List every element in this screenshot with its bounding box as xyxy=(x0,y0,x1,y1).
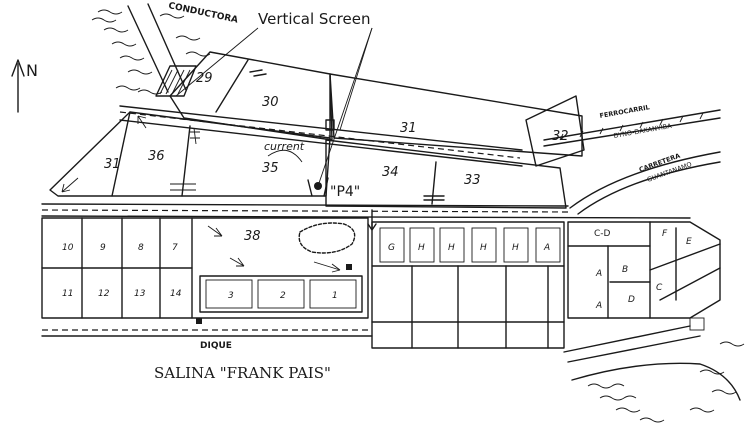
crystallizers-1-3: 3 2 1 xyxy=(199,275,363,313)
vertical-screen-annotation: Vertical Screen xyxy=(175,10,373,187)
p4-marker xyxy=(314,182,322,190)
levee-road xyxy=(119,105,523,167)
current-label: current xyxy=(264,140,305,153)
middle-ponds: 34 33 xyxy=(325,139,567,209)
central-levee xyxy=(41,203,691,219)
pond-32: 32 xyxy=(525,95,585,167)
pond-label-31b: 31 xyxy=(400,121,417,136)
cell-label: G xyxy=(388,243,395,253)
cell-label: E xyxy=(686,237,692,247)
cell-label: 1 xyxy=(332,291,338,301)
cell-label: C xyxy=(656,283,663,293)
cell-label: 3 xyxy=(228,291,234,301)
cell-label: A xyxy=(595,269,602,279)
cell-label: 8 xyxy=(138,243,144,253)
right-crystallizer-block: G H H H H A xyxy=(367,209,565,349)
ferrocarril-label: FERROCARRIL xyxy=(599,103,650,120)
cell-label: 11 xyxy=(62,289,73,299)
cell-label: H xyxy=(448,243,455,253)
cell-label: 2 xyxy=(280,291,286,301)
cell-label: 7 xyxy=(172,243,178,253)
water-hatching-bottomright xyxy=(571,341,745,423)
pond-label-33: 33 xyxy=(464,173,481,188)
upper-ponds: 29 30 xyxy=(169,51,333,141)
cell-label: A xyxy=(543,243,550,253)
cell-label: H xyxy=(418,243,425,253)
pond-label-38: 38 xyxy=(244,229,261,244)
pond-label-34: 34 xyxy=(382,165,399,180)
left-ponds: 31 36 xyxy=(49,111,331,197)
cell-label: F xyxy=(662,229,668,239)
dique-label: DIQUE xyxy=(200,341,232,351)
vertical-screen-label: Vertical Screen xyxy=(258,10,371,28)
cell-label: A xyxy=(595,301,602,311)
pond-label-35: 35 xyxy=(262,161,279,176)
conductora-label: CONDUCTORA xyxy=(167,1,238,26)
left-crystallizer-grid: 10 9 8 7 11 12 13 14 xyxy=(41,217,193,319)
cell-label: 13 xyxy=(134,289,146,299)
pond-38: 38 xyxy=(191,217,369,319)
ferrocarril-sub-label: DYNO-DAKANYIBA xyxy=(613,122,673,140)
pond-label-32: 32 xyxy=(552,129,569,144)
pond-31-upper: 31 xyxy=(329,73,583,157)
pond-label-31a: 31 xyxy=(104,157,121,172)
conductora-channel: CONDUCTORA xyxy=(127,1,239,93)
water-hatching-topleft xyxy=(91,9,211,95)
current-annotation: current 35 xyxy=(262,140,305,176)
cell-label: H xyxy=(480,243,487,253)
cell-label: B xyxy=(622,265,628,275)
cell-label: D xyxy=(628,295,635,305)
cell-label: 12 xyxy=(98,289,110,299)
dique-levee: DIQUE xyxy=(41,318,701,363)
salina-title: SALINA "FRANK PAIS" xyxy=(154,364,331,382)
pump-station-hatched xyxy=(155,65,197,97)
pond-label-36: 36 xyxy=(148,149,165,164)
cell-label: 10 xyxy=(62,243,74,253)
railway-and-road: FERROCARRIL DYNO-DAKANYIBA CARRETERA GUA… xyxy=(543,103,721,215)
cell-label: C-D xyxy=(594,229,611,239)
cell-label: 9 xyxy=(100,243,106,253)
north-arrow: N xyxy=(11,59,38,113)
cell-label: H xyxy=(512,243,519,253)
sampling-point-p4: "P4" xyxy=(307,177,360,200)
p4-label: "P4" xyxy=(330,184,360,200)
pond-label-30: 30 xyxy=(262,95,279,110)
far-right-cells: C-D F E A B A D C xyxy=(567,221,721,331)
pond-label-29: 29 xyxy=(196,71,213,86)
cell-label: 14 xyxy=(170,289,182,299)
north-label: N xyxy=(26,61,38,80)
